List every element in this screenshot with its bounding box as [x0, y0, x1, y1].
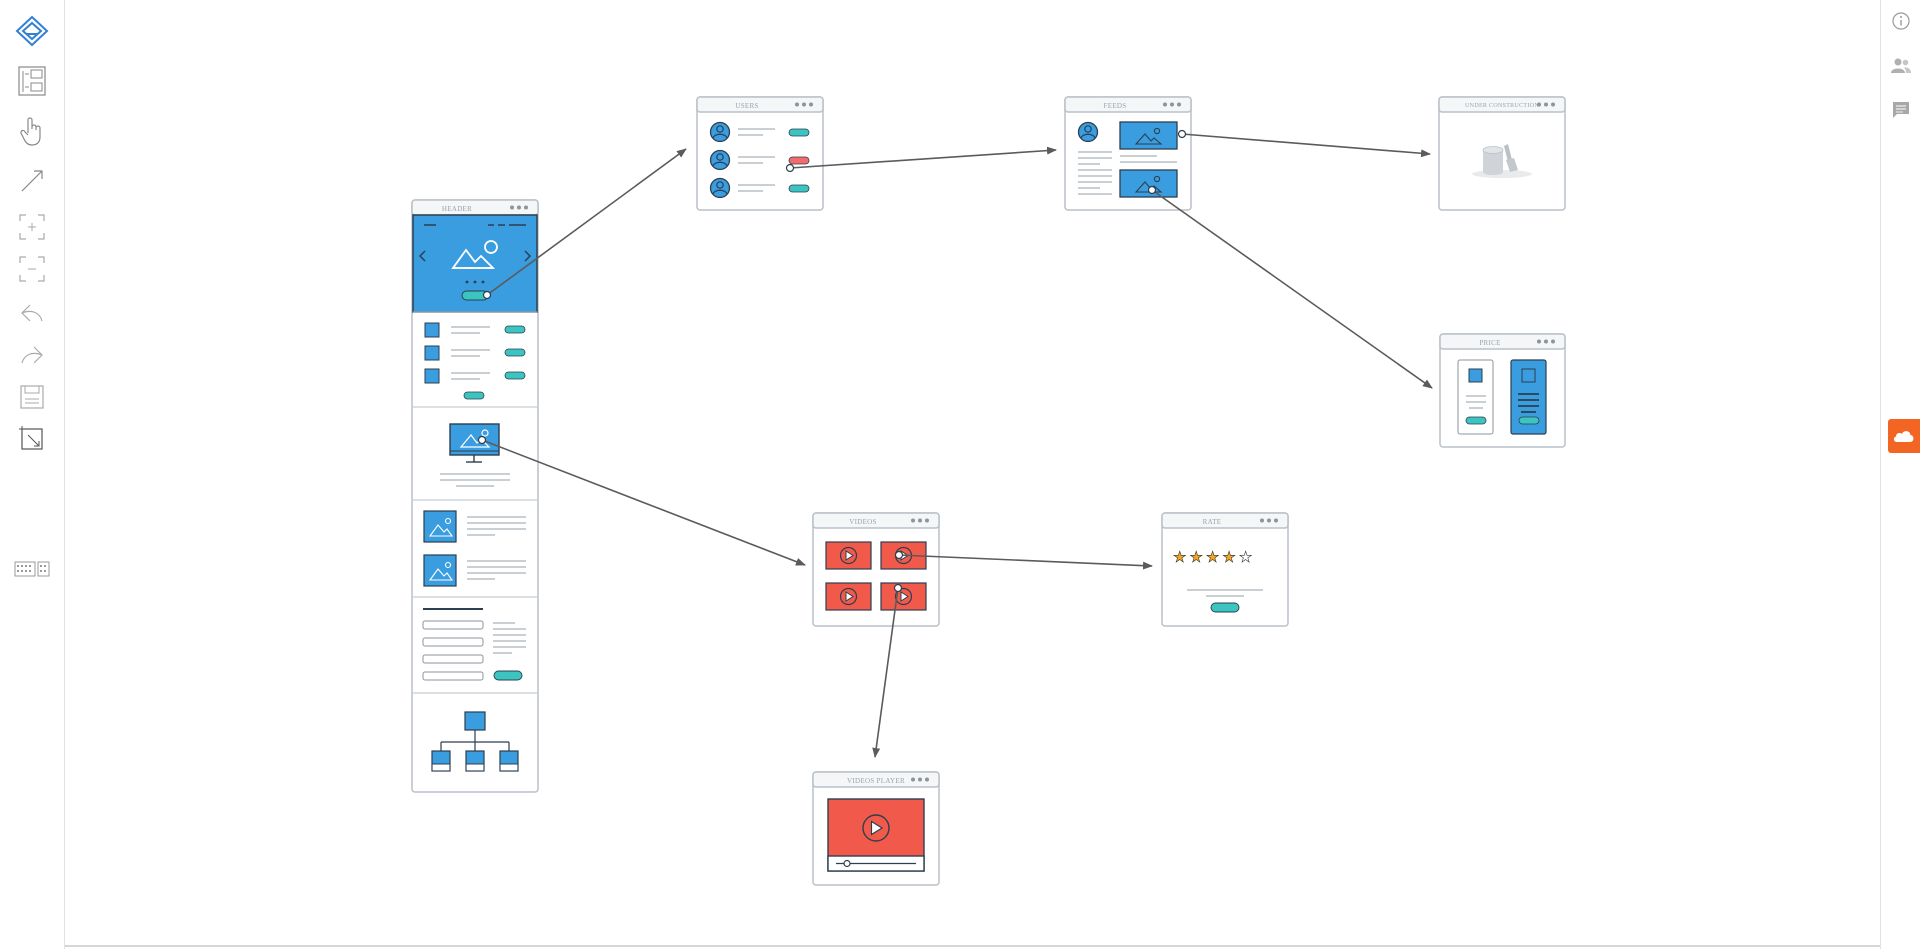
keyboard-shortcuts-icon[interactable] [12, 552, 52, 586]
info-icon[interactable] [1889, 9, 1913, 33]
star-filled-icon[interactable]: ★ [1173, 549, 1187, 567]
right-toolbar [1880, 0, 1920, 949]
undo-icon[interactable] [12, 296, 52, 330]
node-title-under-construction: UNDER CONSTRUCTION [1465, 103, 1539, 109]
redo-icon[interactable] [12, 338, 52, 372]
node-title-header: HEADER [441, 205, 473, 213]
node-title-videos-player: VIDEOS PLAYER [847, 777, 905, 785]
users-icon[interactable] [1889, 54, 1913, 78]
fit-to-screen-icon[interactable] [12, 422, 52, 456]
logo-icon[interactable] [12, 14, 52, 48]
node-title-feeds: FEEDS [1103, 102, 1127, 110]
star-filled-icon[interactable]: ★ [1205, 549, 1220, 567]
node-title-rate: RATE [1202, 518, 1222, 526]
node-title-price: PRICE [1479, 339, 1501, 347]
cloud-storage-button[interactable] [1888, 419, 1920, 453]
cloud-icon [1893, 431, 1914, 442]
star-filled-icon[interactable]: ★ [1189, 549, 1203, 567]
zoom-in-icon[interactable] [12, 210, 52, 244]
comments-icon[interactable] [1889, 98, 1913, 122]
diagram-canvas[interactable] [65, 0, 1880, 949]
node-title-videos: VIDEOS [849, 518, 877, 526]
zoom-out-icon[interactable] [12, 252, 52, 286]
hand-pan-icon[interactable] [12, 114, 52, 148]
connector-arrow-icon[interactable] [12, 164, 52, 198]
save-icon[interactable] [12, 380, 52, 414]
left-toolbar [0, 0, 65, 949]
node-title-users: USERS [735, 102, 759, 110]
rating-stars: ★★★★★ [1173, 549, 1273, 569]
star-empty-icon[interactable]: ★ [1238, 549, 1253, 567]
wireframe-library-icon[interactable] [12, 64, 52, 98]
canvas-bottom-border [65, 945, 1880, 947]
star-filled-icon[interactable]: ★ [1222, 549, 1236, 567]
